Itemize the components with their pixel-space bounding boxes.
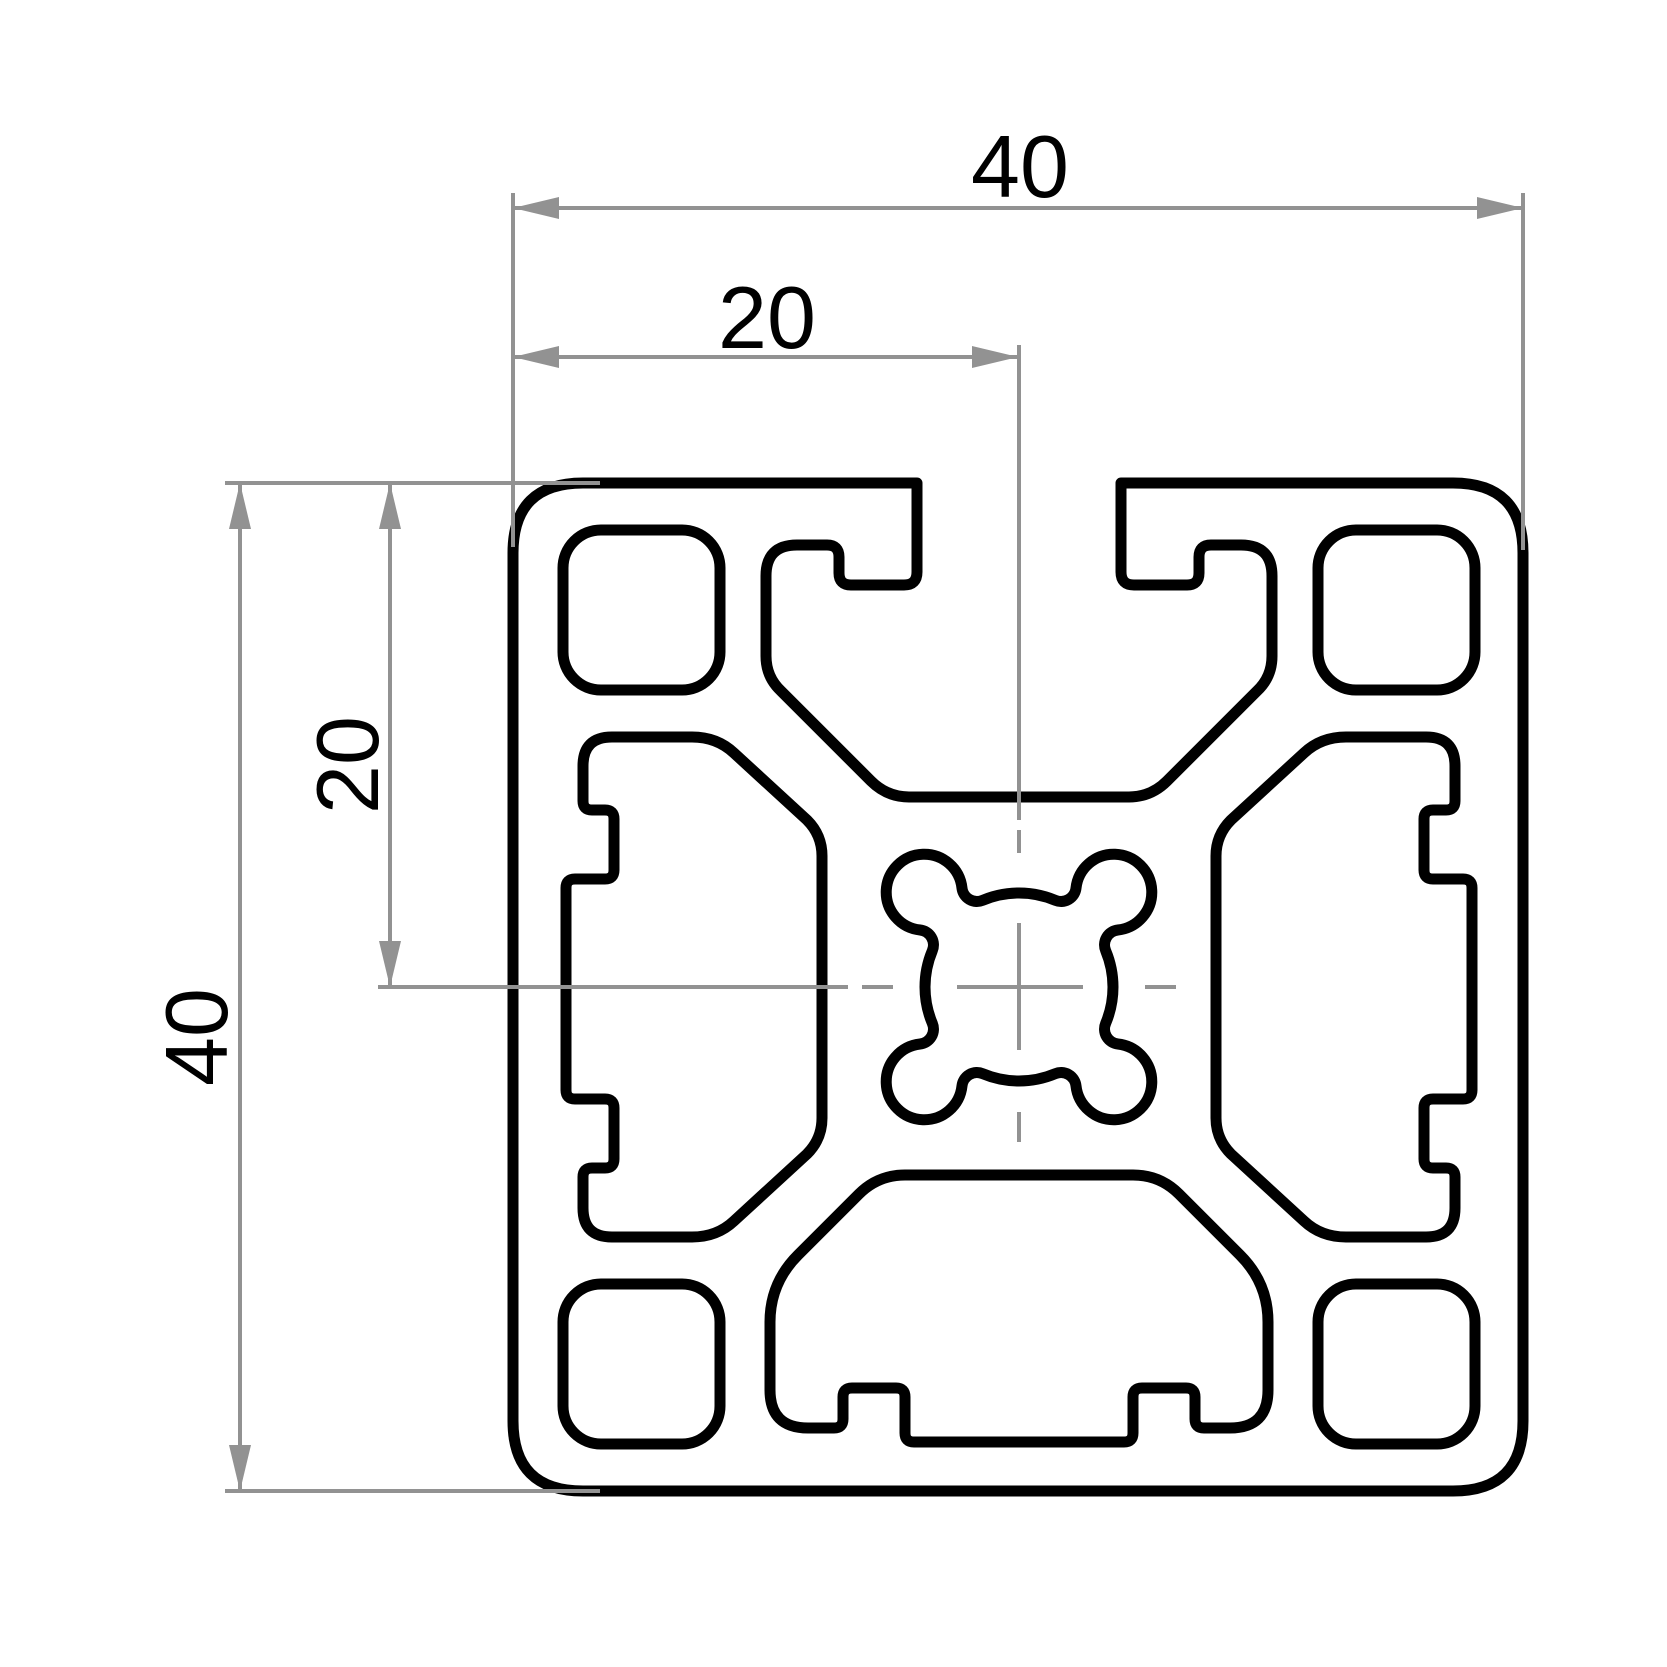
cavity-bottom-closed-slot	[764, 1169, 1274, 1448]
dim-top-total-width: 40	[513, 117, 1523, 219]
corner-bore-bottom-left	[557, 1278, 726, 1450]
profile-outer-contour	[507, 477, 1529, 1497]
arrowhead-down-icon	[379, 941, 401, 987]
arrowhead-down-icon	[229, 1445, 251, 1491]
corner-bore-bottom-right	[1312, 1278, 1481, 1450]
dim-value-top-total: 40	[971, 117, 1069, 216]
cavity-left-closed-slot	[560, 731, 828, 1243]
arrowhead-up-icon	[379, 483, 401, 529]
arrowhead-right-icon	[972, 346, 1018, 368]
dim-value-left-total: 40	[147, 988, 246, 1086]
corner-bore-top-right	[1312, 524, 1481, 696]
cavity-right-closed-slot	[1210, 731, 1478, 1243]
center-core-bore	[880, 848, 1158, 1126]
dim-left-total-height: 40	[147, 483, 251, 1491]
arrowhead-right-icon	[1477, 197, 1523, 219]
arrowhead-up-icon	[229, 483, 251, 529]
arrowhead-left-icon	[513, 346, 559, 368]
profile-geometry	[507, 477, 1529, 1497]
arrowhead-left-icon	[513, 197, 559, 219]
dimension-annotations: 40 20 40 20	[147, 117, 1525, 1493]
dim-top-half-width: 20	[513, 268, 1018, 368]
dim-left-half-height: 20	[298, 483, 401, 987]
corner-bore-top-left	[557, 524, 726, 696]
dim-value-left-half: 20	[298, 716, 397, 814]
dim-value-top-half: 20	[718, 268, 816, 367]
